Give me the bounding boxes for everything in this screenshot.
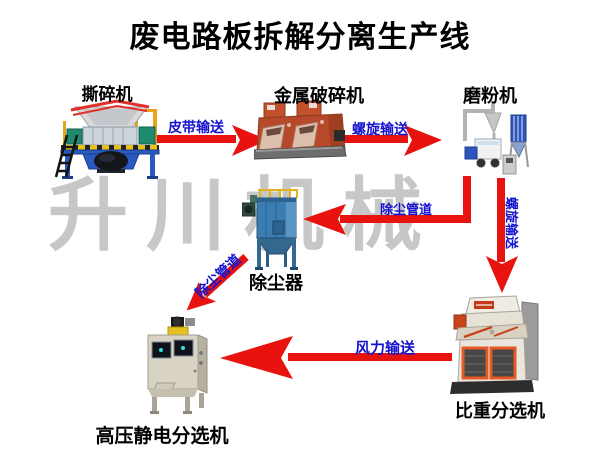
arrow-screw-conveyor-top [344,125,442,156]
screw-conveyor-down-label: 螺旋输送 [503,197,518,250]
arrow-wind-conveyor [220,336,452,379]
metal-crusher-label: 金属破碎机 [274,86,364,107]
shredder-label: 撕碎机 [81,85,133,105]
grinder-icon [463,101,529,175]
shredder-illustration [53,97,167,183]
dust-pipe-to-collector-label: 除尘管道 [380,203,433,218]
dust-collector-illustration [242,185,306,271]
arrow-dust-pipe-to-electrostatic [186,254,249,311]
arrow-screw-conveyor-down [486,178,518,293]
electrostatic-separator-icon [147,316,208,414]
metal-crusher-illustration [254,100,348,170]
metal-crusher-icon [254,100,347,160]
electrostatic-separator-label: 高压静电分选机 [95,425,229,447]
electrostatic-separator-illustration [141,315,217,415]
gravity-separator-illustration [450,294,544,398]
arrow-dust-pipe-to-collector [303,176,471,235]
dust-collector-icon [242,189,298,270]
grinder-illustration [451,99,539,177]
gravity-separator-label: 比重分选机 [455,401,545,422]
dust-collector-label: 除尘器 [249,273,303,294]
arrow-belt-conveyor [156,125,268,156]
screw-conveyor-top-label: 螺旋输送 [352,122,408,138]
shredder-icon [54,99,160,179]
grinder-label: 磨粉机 [463,86,517,107]
diagram-title: 废电路板拆解分离生产线 [129,20,471,55]
wind-conveyor-label: 风力输送 [355,339,416,357]
belt-conveyor-label: 皮带输送 [168,120,224,136]
gravity-separator-icon [450,295,539,394]
